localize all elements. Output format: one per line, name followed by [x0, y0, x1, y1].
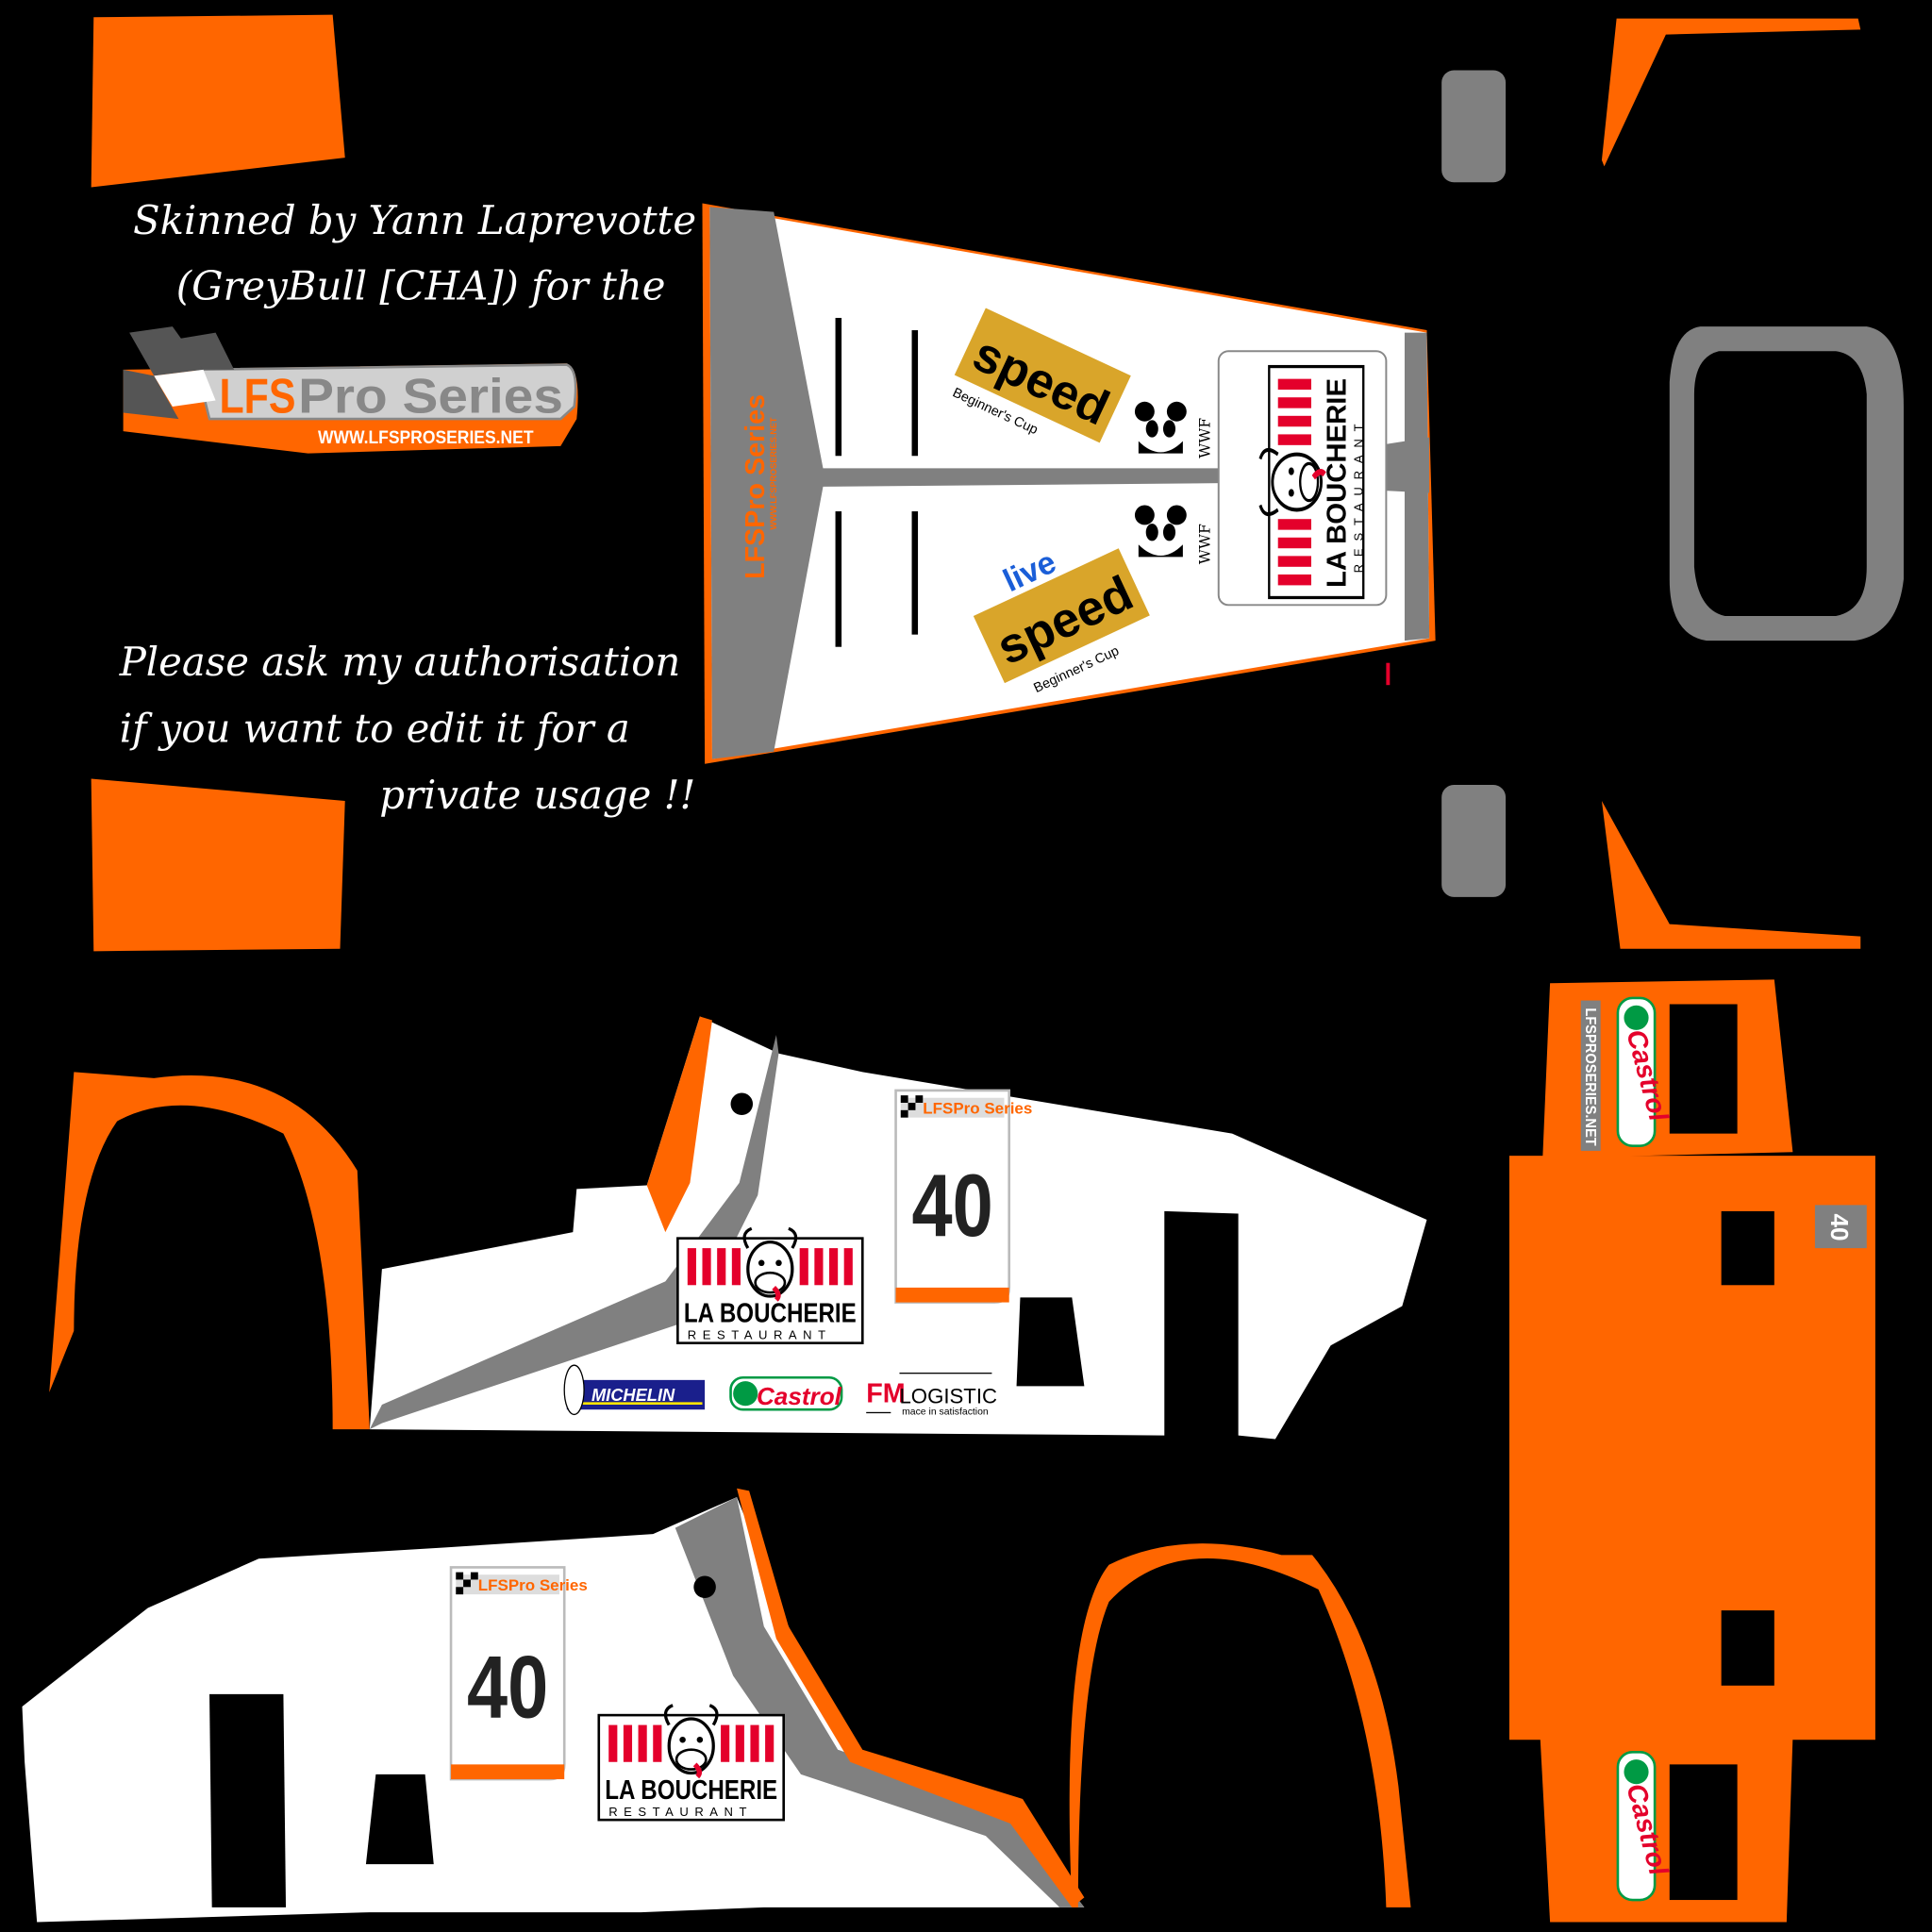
wwf-text-1: WWF — [1196, 418, 1214, 458]
boucherie-logo-side2: LA BOUCHERIE RESTAURANT — [599, 1706, 784, 1820]
rear-panels: LFSPROSERIES.NET Castrol 40 Castrol — [1509, 979, 1875, 1923]
grey-pad-top — [1441, 70, 1507, 183]
svg-text:LFSPro Series: LFSPro Series — [741, 394, 771, 579]
lfs-pro-series-logo: LFS Pro Series WWW.LFSPROSERIES.NET — [123, 326, 578, 454]
wwf-logo-2 — [1134, 505, 1187, 558]
svg-text:Castrol: Castrol — [757, 1382, 842, 1410]
lfs-logo-lfs: LFS — [219, 370, 295, 425]
svg-text:WWW.LFSPROSERIES.NET: WWW.LFSPROSERIES.NET — [769, 417, 778, 530]
grey-ring — [1669, 326, 1904, 641]
lfs-logo-url: WWW.LFSPROSERIES.NET — [318, 427, 534, 448]
number-plate-side2: LFSPro Series 40 — [449, 1566, 588, 1781]
svg-text:RESTAURANT: RESTAURANT — [688, 1328, 832, 1342]
lfs-logo-pro-series: Pro Series — [298, 370, 563, 425]
svg-text:LA BOUCHERIE: LA BOUCHERIE — [684, 1298, 857, 1328]
side-panel-left: LFSPro Series 40 LA BOUCHERIE RESTAURANT — [22, 1488, 1411, 1923]
boucherie-logo-hood: LA BOUCHERIE RESTAURANT — [1260, 367, 1366, 598]
svg-text:40: 40 — [467, 1638, 548, 1737]
fm-logistic-logo: FM LOGISTIC mace in satisfaction — [866, 1373, 997, 1417]
notice-line-1: Please ask my authorisation — [119, 639, 681, 685]
svg-text:FM: FM — [866, 1378, 905, 1408]
number-plate-side1: LFSPro Series 40 — [894, 1089, 1032, 1304]
orange-panel-top-left — [91, 14, 345, 188]
svg-text:LA BOUCHERIE: LA BOUCHERIE — [605, 1775, 777, 1806]
lfs-url-rear: LFSPROSERIES.NET — [1582, 1008, 1598, 1146]
side-panel-right: LA BOUCHERIE RESTAURANT LFSPro Series 40… — [49, 1016, 1427, 1440]
svg-text:mace in satisfaction: mace in satisfaction — [902, 1407, 989, 1417]
castrol-logo-rear-top: Castrol — [1616, 996, 1674, 1147]
svg-text:LFSPro Series: LFSPro Series — [923, 1100, 1032, 1118]
orange-sliver-bottom — [1601, 800, 1861, 949]
svg-text:RESTAURANT: RESTAURANT — [608, 1805, 753, 1819]
svg-text:40: 40 — [912, 1156, 993, 1255]
wwf-text-2: WWF — [1196, 524, 1214, 564]
svg-text:LOGISTIC: LOGISTIC — [899, 1385, 997, 1408]
notice-line-3: private usage !! — [379, 772, 695, 818]
notice-line-2: if you want to edit it for a — [120, 705, 630, 751]
boucherie-logo-side1: LA BOUCHERIE RESTAURANT — [677, 1228, 862, 1342]
grey-pad-bottom — [1441, 785, 1507, 897]
svg-text:LA BOUCHERIE: LA BOUCHERIE — [1322, 378, 1352, 588]
castrol-logo-side: Castrol — [729, 1375, 843, 1411]
credit-line-1: Skinned by Yann Laprevotte — [133, 197, 696, 243]
svg-text:RESTAURANT: RESTAURANT — [1352, 417, 1366, 574]
wwf-logo-1 — [1134, 401, 1187, 454]
rear-number: 40 — [1825, 1214, 1854, 1241]
svg-text:MICHELIN: MICHELIN — [591, 1385, 675, 1405]
hood-panel: LFSPro Series WWW.LFSPROSERIES.NET speed… — [702, 203, 1436, 764]
orange-panel-bottom-left — [91, 778, 345, 952]
credit-line-2: (GreyBull [CHA]) for the — [176, 262, 666, 308]
orange-sliver-top — [1601, 18, 1861, 167]
lfs-hood-logo: LFSPro Series WWW.LFSPROSERIES.NET — [741, 394, 778, 579]
svg-text:LFSPro Series: LFSPro Series — [478, 1576, 588, 1594]
michelin-logo: MICHELIN — [563, 1364, 706, 1416]
